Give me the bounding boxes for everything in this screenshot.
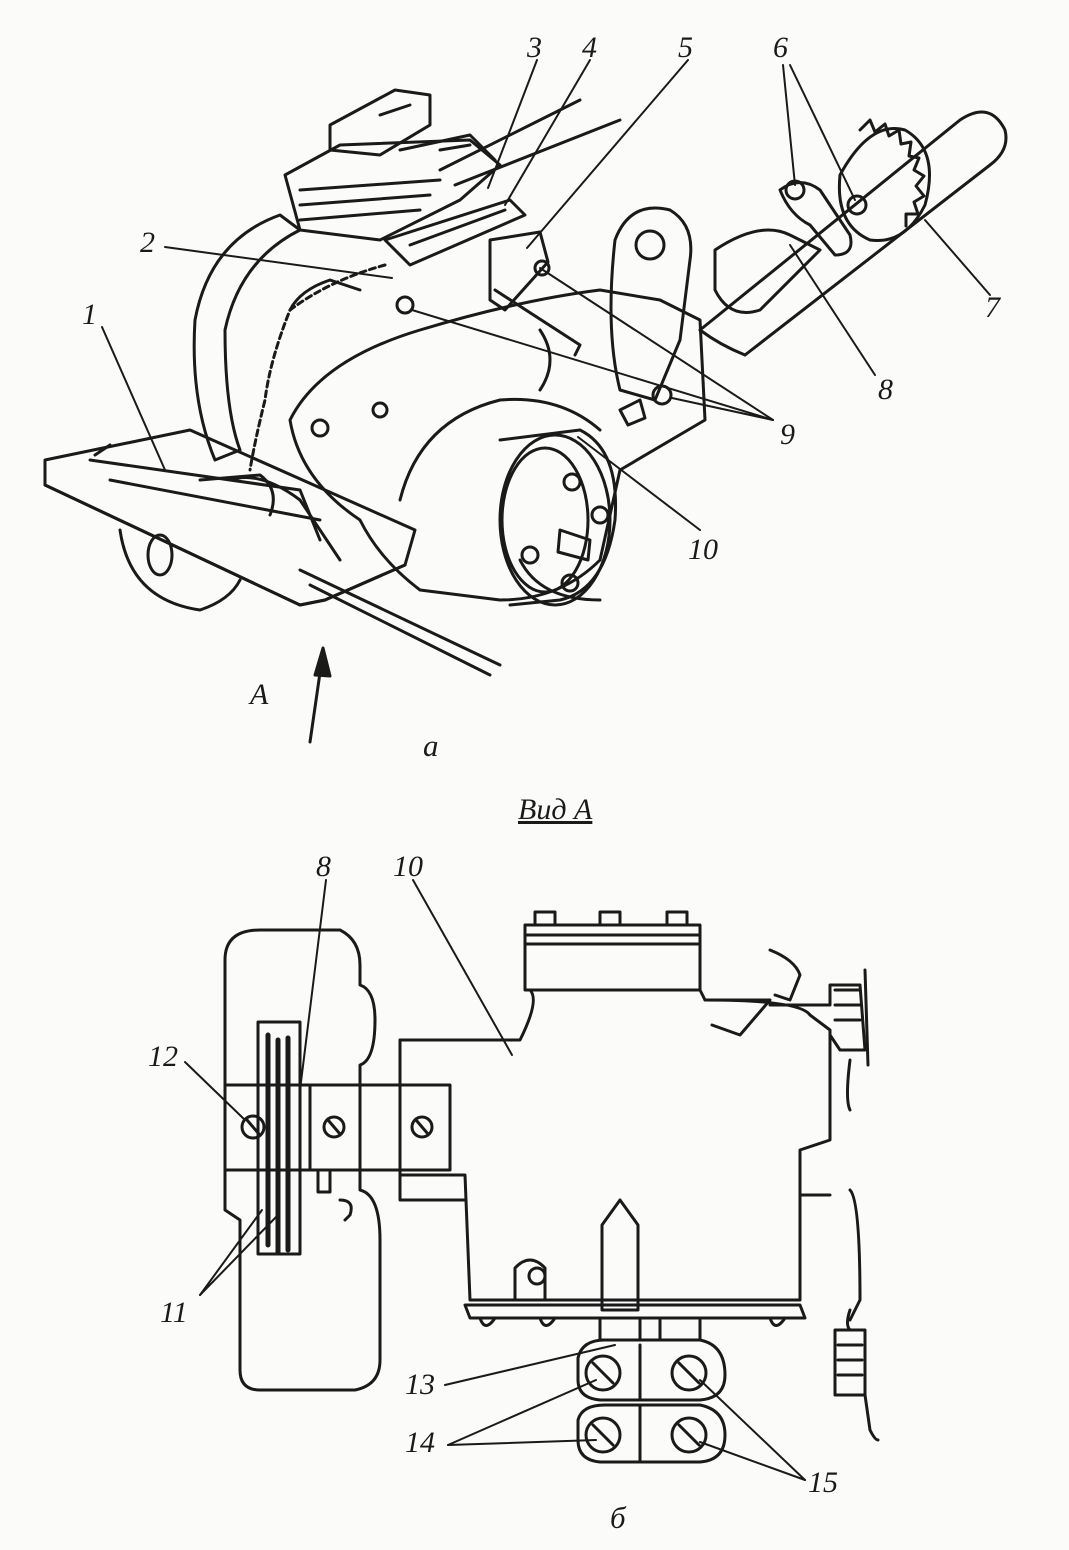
leader-5 [526,59,689,249]
label-top-9: 9 [780,418,795,451]
label-top-6: 6 [773,31,788,64]
view-title: Вид А [518,793,593,826]
lever-arm [609,206,693,402]
leader-b14b [447,1439,597,1446]
leader-4 [504,59,591,206]
leader-b13 [444,1344,616,1386]
gear-wheel [837,127,931,243]
leader-9c [671,397,774,421]
main-body-10 [398,988,832,1302]
center-pointer [600,1198,640,1312]
label-top-3: 3 [527,31,542,64]
label-bottom-11: 11 [160,1296,188,1329]
throat-plate [43,428,417,607]
label-top-1: 1 [82,298,97,331]
leader-6b [789,64,856,201]
needle-bar [383,198,527,267]
leader-b15b [699,1441,806,1481]
label-top-4: 4 [582,31,597,64]
label-top-7: 7 [985,291,1000,324]
label-top-8: 8 [878,373,893,406]
main-housing [288,288,707,602]
label-bottom-13: 13 [405,1368,435,1401]
caption-a: а [423,728,439,763]
main-shaft [698,110,1008,357]
base-plate [463,1303,807,1320]
cross-bar [223,1083,452,1172]
leader-b12 [184,1061,246,1121]
left-block [223,928,382,1392]
bottom-view-a [184,879,880,1481]
label-bottom-14: 14 [405,1426,435,1459]
leader-9b [411,309,774,421]
caption-b: б [610,1500,626,1535]
leader-b14a [447,1379,597,1446]
leader-b8 [299,879,327,1091]
lower-wheel [118,528,242,612]
slide-block [488,230,550,312]
label-bottom-12: 12 [148,1040,178,1073]
leader-2 [164,246,393,279]
leader-b15a [699,1379,806,1481]
top-isometric-view [43,59,1008,744]
label-bottom-15: 15 [808,1466,838,1499]
leader-1 [101,326,166,471]
label-top-10: 10 [688,533,718,566]
leader-b10 [412,879,513,1056]
arc-guard [192,213,302,462]
drum-cylinder [498,428,618,607]
right-bracket [768,948,802,1002]
label-top-2: 2 [140,226,155,259]
leader-3 [487,59,538,189]
lower-clamp-pair [576,1403,727,1464]
leader-10 [577,436,701,531]
label-top-5: 5 [678,31,693,64]
leader-6a [782,64,796,186]
leader-9a [539,267,774,421]
leader-7 [924,219,991,296]
leader-b11b [199,1214,279,1296]
leader-8 [789,244,876,376]
upper-clamp-pair [576,1338,727,1402]
thread-chain [248,263,387,472]
label-bottom-10: 10 [393,850,423,883]
label-bottom-8: 8 [316,850,331,883]
view-arrow-label: A [250,678,269,711]
leader-b11a [199,1209,263,1296]
